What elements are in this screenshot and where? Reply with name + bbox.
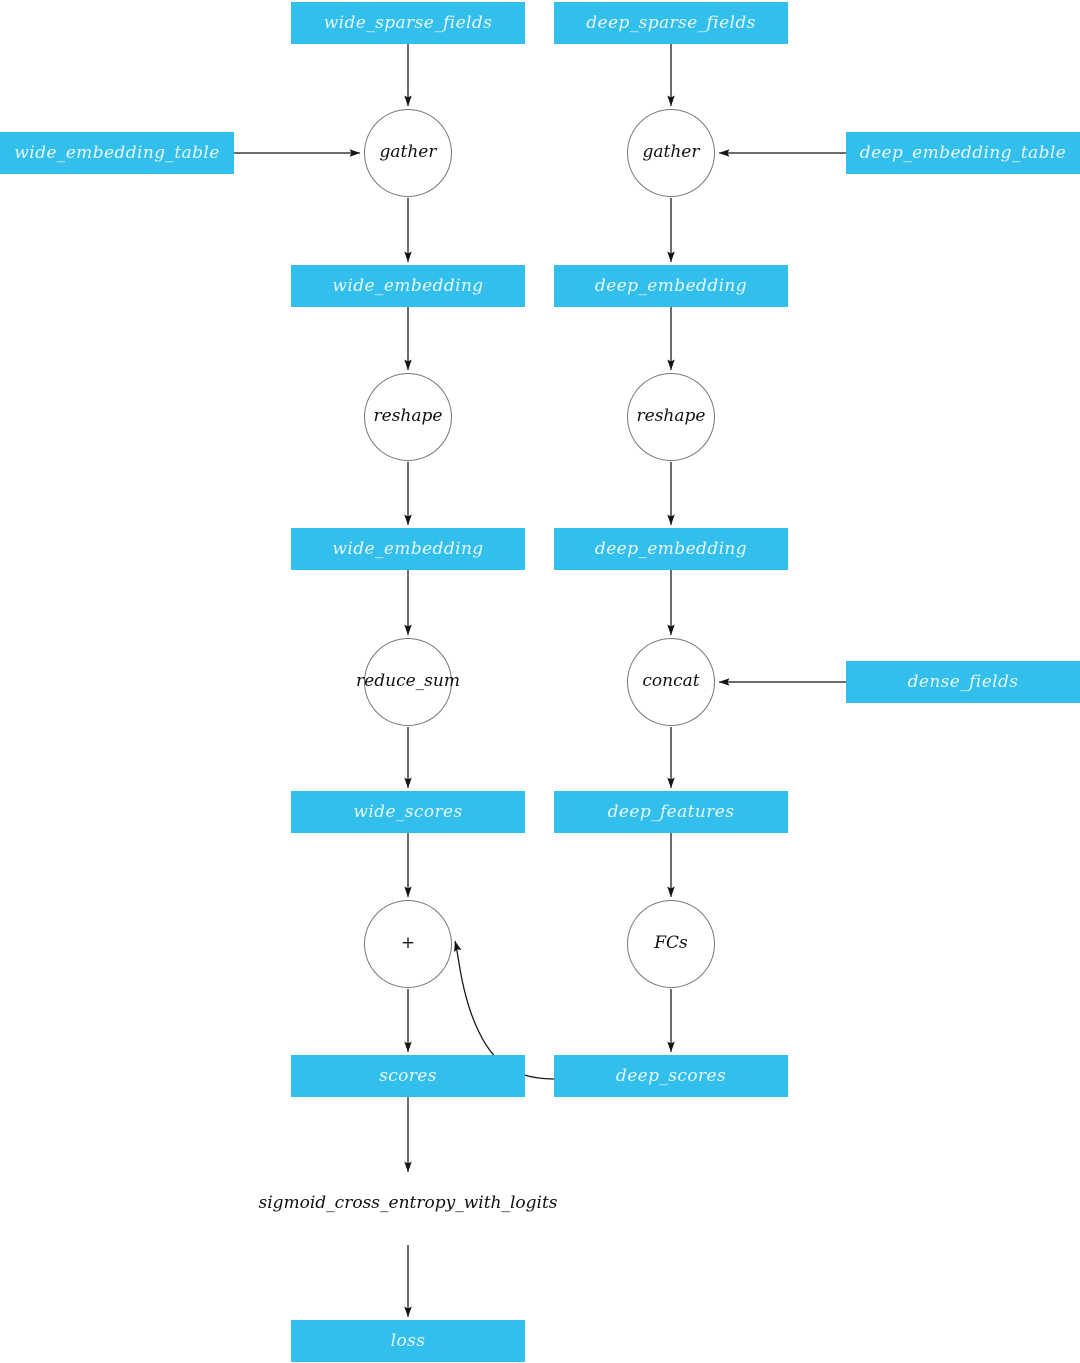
node-label: sigmoid_cross_entropy_with_logits [258,1193,558,1213]
node-dense-fields[interactable]: dense_fields [846,661,1080,703]
node-wide-embedding-1[interactable]: wide_embedding [291,265,525,307]
node-gather-wide[interactable]: gather [364,109,452,197]
node-loss[interactable]: loss [291,1320,525,1362]
node-label: deep_features [607,802,735,822]
node-label: wide_embedding [332,276,484,296]
node-label: gather [642,142,700,162]
node-label: wide_sparse_fields [323,13,493,33]
node-deep-features[interactable]: deep_features [554,791,788,833]
node-label: deep_embedding [594,539,748,559]
node-label: scores [379,1066,437,1086]
node-label: dense_fields [907,672,1019,692]
node-deep-embedding-2[interactable]: deep_embedding [554,528,788,570]
node-label: reshape [373,406,443,426]
node-concat[interactable]: concat [627,638,715,726]
node-add[interactable]: + [364,900,452,988]
node-wide-scores[interactable]: wide_scores [291,791,525,833]
node-label: deep_embedding [594,276,748,296]
node-label: wide_embedding [332,539,484,559]
node-gather-deep[interactable]: gather [627,109,715,197]
node-label: deep_embedding_table [859,143,1067,163]
node-label: + [400,933,416,953]
node-deep-sparse-fields[interactable]: deep_sparse_fields [554,2,788,44]
node-fcs[interactable]: FCs [627,900,715,988]
node-label: wide_embedding_table [14,143,220,163]
node-label: gather [379,142,437,162]
node-reshape-wide[interactable]: reshape [364,373,452,461]
node-wide-sparse-fields[interactable]: wide_sparse_fields [291,2,525,44]
node-deep-embedding-1[interactable]: deep_embedding [554,265,788,307]
node-label: deep_scores [615,1066,727,1086]
node-deep-embedding-table[interactable]: deep_embedding_table [846,132,1080,174]
node-label: deep_sparse_fields [586,13,756,33]
node-scores[interactable]: scores [291,1055,525,1097]
node-label: reshape [636,406,706,426]
node-deep-scores[interactable]: deep_scores [554,1055,788,1097]
node-label: FCs [654,933,688,953]
node-label: concat [642,671,700,691]
node-reduce-sum[interactable]: reduce_sum [356,638,460,726]
node-label: loss [390,1331,426,1351]
node-label: reduce_sum [356,671,460,691]
node-sigmoid-cross-entropy-with-logits[interactable]: sigmoid_cross_entropy_with_logits [233,1188,583,1218]
node-label: wide_scores [353,802,463,822]
node-wide-embedding-table[interactable]: wide_embedding_table [0,132,234,174]
node-reshape-deep[interactable]: reshape [627,373,715,461]
node-wide-embedding-2[interactable]: wide_embedding [291,528,525,570]
